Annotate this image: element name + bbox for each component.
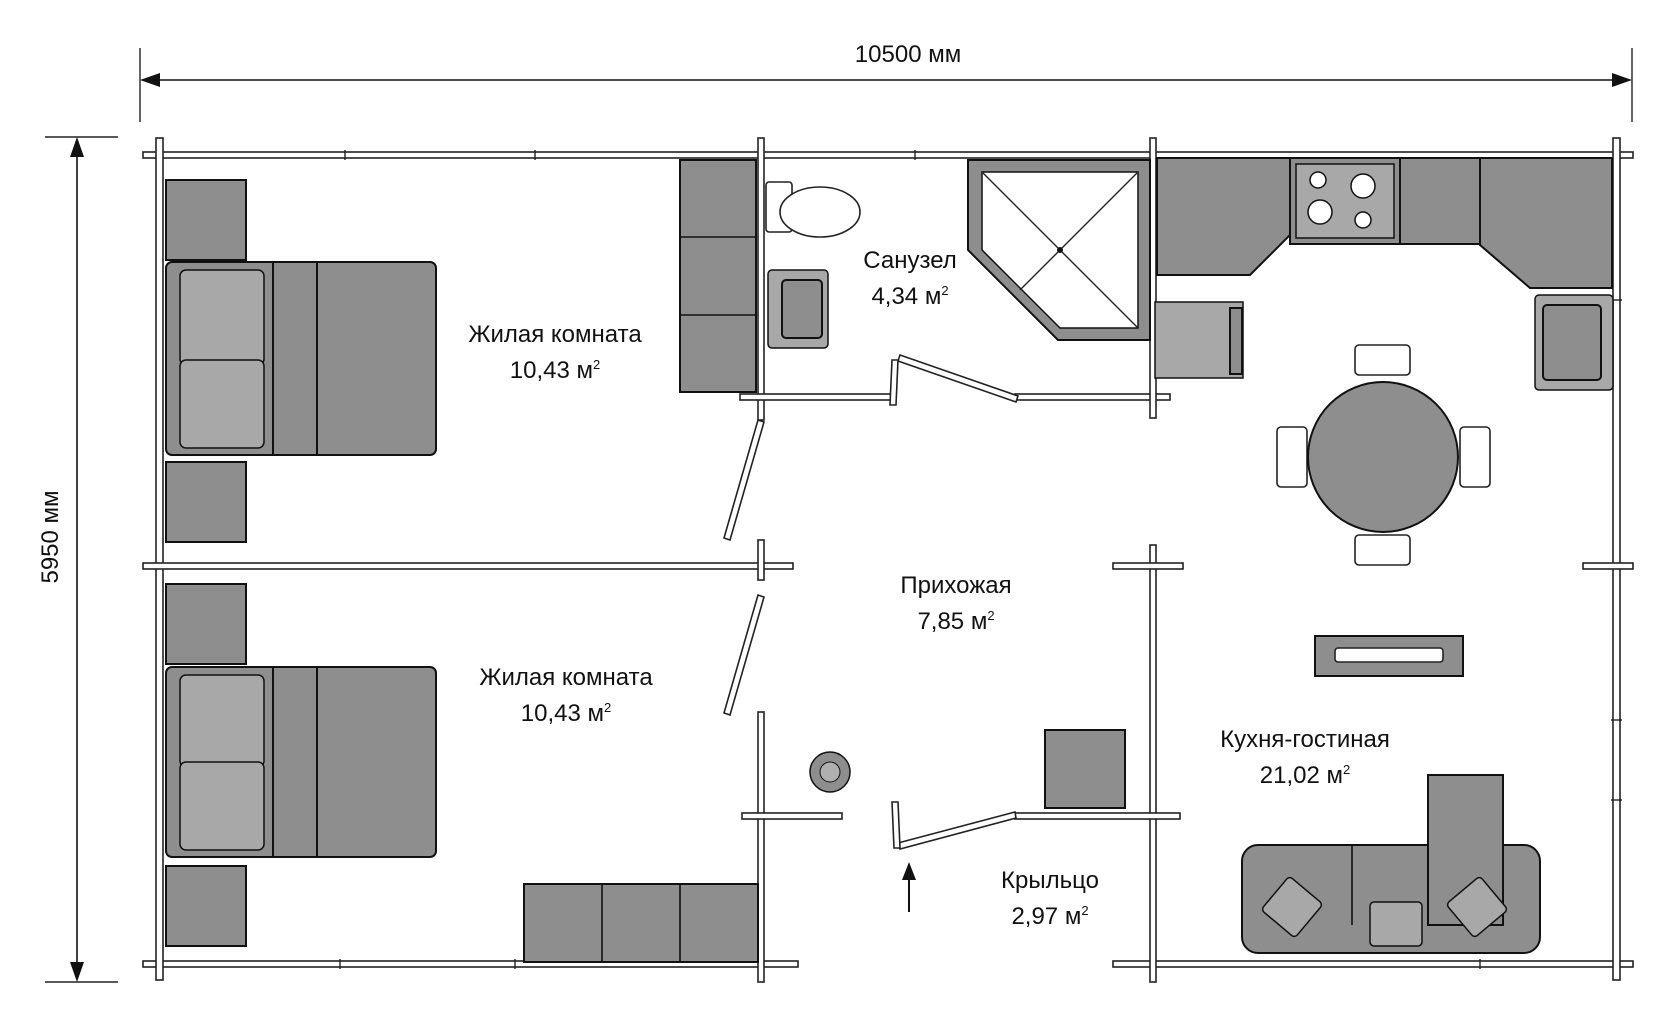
room-name: Кухня-гостиная — [1220, 726, 1390, 753]
pillow — [179, 761, 265, 851]
cooktop — [1295, 163, 1395, 239]
room-area: 10,43 м2 — [510, 357, 600, 384]
kitchen-cabinet — [1156, 157, 1291, 276]
cushion — [1261, 876, 1323, 938]
cushion — [1369, 901, 1423, 947]
room-name: Жилая комната — [479, 664, 653, 691]
nightstand — [165, 583, 247, 665]
burner-icon — [1309, 171, 1327, 189]
nightstand — [165, 179, 247, 261]
chair — [1459, 426, 1491, 488]
wardrobe — [679, 159, 757, 393]
height-label: 5950 мм — [37, 490, 64, 583]
bedroom-2-furniture — [165, 583, 759, 963]
room-area: 2,97 м2 — [1011, 903, 1088, 930]
dining-table — [1307, 381, 1459, 533]
height-dimension: 5950 мм — [37, 136, 118, 983]
entry-arrow-icon — [902, 862, 916, 912]
room-name: Прихожая — [900, 572, 1011, 599]
pillow — [179, 359, 265, 449]
bathroom-fixtures — [765, 159, 1244, 379]
hall-wardrobe — [679, 159, 757, 393]
burner-icon — [1350, 173, 1376, 199]
bed-blanket-fold — [272, 261, 318, 456]
nightstand — [165, 865, 247, 947]
walls — [142, 137, 1634, 983]
chair — [1276, 426, 1308, 488]
room-name: Санузел — [863, 247, 957, 274]
width-dimension: 10500 мм — [139, 41, 1633, 122]
washing-machine — [1154, 301, 1244, 379]
width-label: 10500 мм — [855, 41, 961, 68]
pillow — [179, 674, 265, 768]
cushion — [1446, 876, 1508, 938]
room-name: Жилая комната — [468, 321, 642, 348]
kitchen-cabinet — [1399, 157, 1481, 245]
doors — [723, 353, 1020, 850]
burner-icon — [1354, 211, 1372, 229]
room-name: Крыльцо — [1001, 867, 1099, 894]
room-area: 7,85 м2 — [917, 608, 994, 635]
burner-icon — [1307, 199, 1333, 225]
chair — [1354, 344, 1411, 376]
nightstand — [165, 461, 247, 543]
bedroom-1-furniture — [165, 179, 437, 543]
hall-cabinet — [1044, 729, 1126, 809]
chair — [1354, 534, 1411, 566]
room-area: 4,34 м2 — [871, 283, 948, 310]
bed-blanket-fold — [272, 666, 318, 858]
room-area: 10,43 м2 — [521, 700, 611, 727]
kitchen-furniture — [1156, 157, 1614, 954]
hall-items — [809, 729, 1126, 809]
room-labels: Жилая комната 10,43 м2 Санузел 4,34 м2 П… — [468, 247, 1390, 930]
dresser — [523, 883, 759, 963]
room-area: 21,02 м2 — [1260, 762, 1350, 789]
tv — [1334, 647, 1444, 663]
toilet-bowl — [779, 186, 861, 238]
pillow — [179, 269, 265, 366]
kitchen-cabinet — [1479, 157, 1613, 289]
